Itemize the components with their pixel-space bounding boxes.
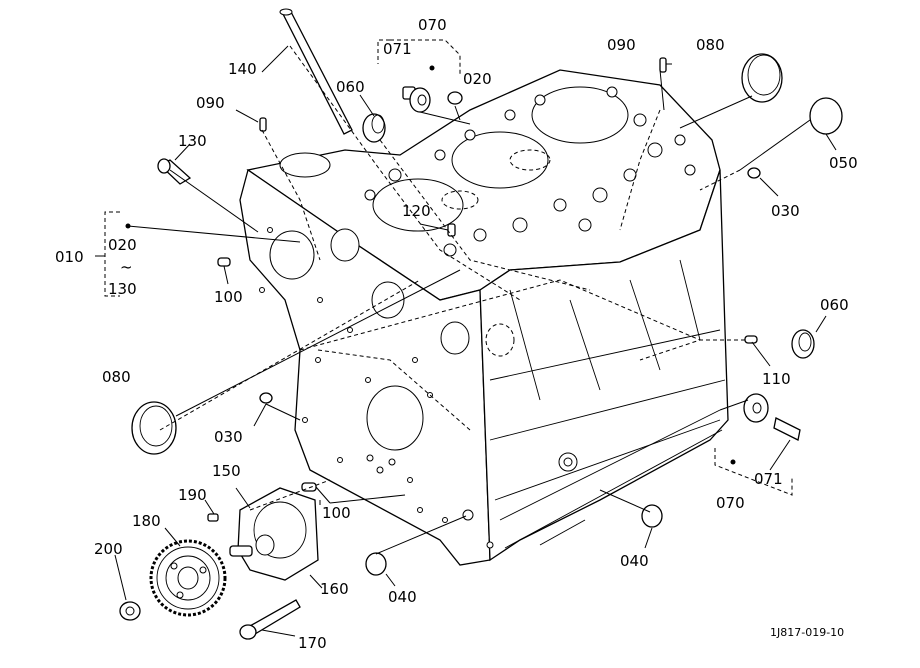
dipstick-tube bbox=[279, 8, 353, 135]
label-120: 120 bbox=[402, 202, 431, 220]
label-190: 190 bbox=[178, 486, 207, 504]
label-200: 200 bbox=[94, 540, 123, 558]
gear-180 bbox=[149, 539, 227, 617]
oil-pump bbox=[229, 487, 319, 581]
plug-060-top bbox=[362, 113, 386, 143]
group-brackets bbox=[95, 39, 793, 496]
label-130: 130 bbox=[178, 132, 207, 150]
label-071-top: 071 bbox=[383, 40, 412, 58]
plug-020-top bbox=[447, 91, 463, 105]
seal-060-right bbox=[791, 329, 815, 359]
label-090-left: 090 bbox=[196, 94, 225, 112]
plug-040-right bbox=[641, 504, 663, 528]
cap-080-top bbox=[741, 53, 783, 103]
seal-080-left bbox=[131, 401, 177, 455]
deck-holes bbox=[364, 86, 696, 257]
cap-050 bbox=[809, 97, 843, 135]
cylinder-block bbox=[239, 69, 729, 566]
bolt-170 bbox=[239, 599, 301, 640]
label-050: 050 bbox=[829, 154, 858, 172]
bolt-130 bbox=[157, 158, 192, 185]
label-150: 150 bbox=[212, 462, 241, 480]
label-160: 160 bbox=[320, 580, 349, 598]
label-range-sep: ~ bbox=[120, 258, 133, 276]
label-020-group: 020 bbox=[108, 236, 137, 254]
plug-030-left bbox=[259, 392, 273, 404]
pin-090-top bbox=[659, 57, 667, 73]
leader-lines bbox=[114, 45, 837, 637]
pin-120 bbox=[447, 223, 456, 237]
label-110: 110 bbox=[762, 370, 791, 388]
drawing-code: 1J817-019-10 bbox=[770, 626, 844, 639]
fitting-071-top bbox=[402, 86, 431, 113]
label-130-group: 130 bbox=[108, 280, 137, 298]
label-080-left: 080 bbox=[102, 368, 131, 386]
label-040-bottom: 040 bbox=[388, 588, 417, 606]
label-070-right: 070 bbox=[716, 494, 745, 512]
label-020-top: 020 bbox=[463, 70, 492, 88]
label-170: 170 bbox=[298, 634, 327, 652]
pin-090-left bbox=[259, 117, 267, 132]
label-090-top: 090 bbox=[607, 36, 636, 54]
label-100-left: 100 bbox=[214, 288, 243, 306]
callout-labels: 010 020 ~ 130 140 060 090 130 100 080 03… bbox=[55, 16, 858, 652]
label-060-right: 060 bbox=[820, 296, 849, 314]
label-060-top: 060 bbox=[336, 78, 365, 96]
label-040-right: 040 bbox=[620, 552, 649, 570]
label-100-mid: 100 bbox=[322, 504, 351, 522]
pin-100-left bbox=[217, 257, 231, 267]
front-face-holes bbox=[259, 227, 494, 549]
key-190 bbox=[207, 513, 219, 522]
nut-200 bbox=[119, 601, 141, 621]
pin-110 bbox=[744, 335, 758, 344]
label-180: 180 bbox=[132, 512, 161, 530]
label-070-top: 070 bbox=[418, 16, 447, 34]
label-030-right: 030 bbox=[771, 202, 800, 220]
plug-030-right bbox=[747, 167, 761, 179]
label-071-right: 071 bbox=[754, 470, 783, 488]
assembly-lines bbox=[159, 45, 745, 511]
plug-040-bottom bbox=[365, 552, 387, 576]
label-030-left: 030 bbox=[214, 428, 243, 446]
label-140: 140 bbox=[228, 60, 257, 78]
fitting-070-right bbox=[743, 393, 801, 441]
label-080-top: 080 bbox=[696, 36, 725, 54]
label-010: 010 bbox=[55, 248, 84, 266]
